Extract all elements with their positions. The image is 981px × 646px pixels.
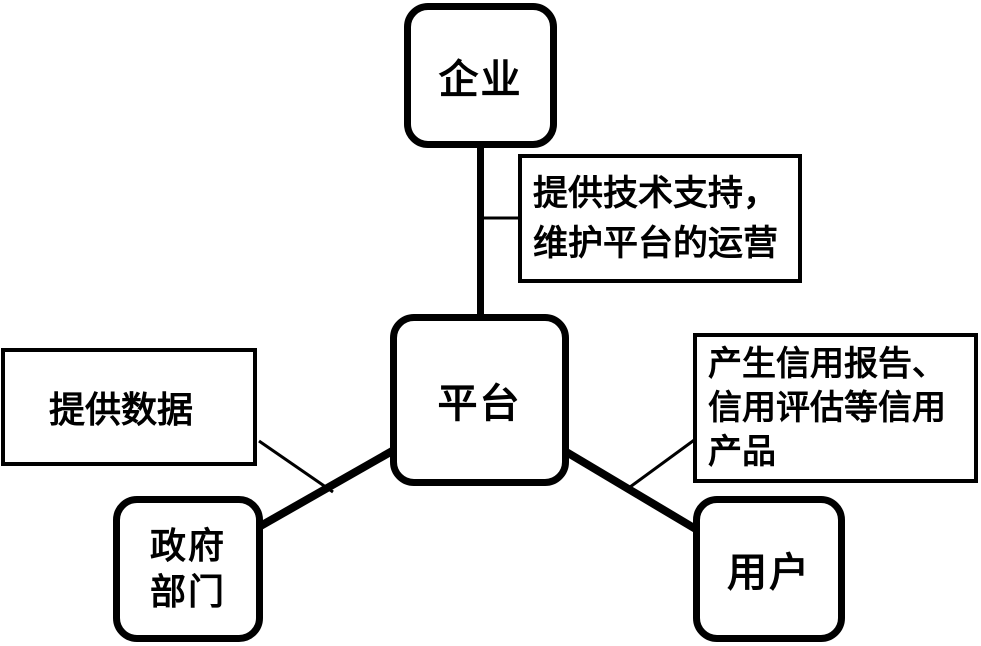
annotation-tech-support-line2: 维护平台的运营 [533, 223, 779, 263]
node-platform-label: 平台 [437, 382, 522, 426]
annotation-pointer-provide-data [258, 439, 334, 494]
annotation-credit-products-line1: 产生信用报告、 [708, 344, 946, 383]
connector-platform-user [560, 446, 702, 535]
connector-platform-government [255, 446, 396, 532]
node-user-label: 用户 [727, 551, 811, 595]
annotation-provide-data: 提供数据 [1, 348, 257, 466]
annotation-tech-support: 提供技术支持， 维护平台的运营 [518, 154, 802, 283]
annotation-tech-support-line1: 提供技术支持， [533, 173, 779, 213]
annotation-pointer-credit-products [629, 436, 698, 489]
node-enterprise: 企业 [404, 3, 557, 148]
node-enterprise-label: 企业 [438, 57, 523, 102]
node-platform: 平台 [390, 314, 569, 486]
annotation-credit-products-line2: 信用评估等信用 [708, 388, 946, 427]
node-government-label: 政府 部门 [149, 524, 226, 612]
annotation-credit-products: 产生信用报告、 信用评估等信用 产品 [693, 333, 978, 483]
annotation-provide-data-line1: 提供数据 [49, 389, 194, 430]
annotation-credit-products-line3: 产品 [708, 433, 776, 472]
node-government: 政府 部门 [113, 496, 263, 642]
node-user: 用户 [693, 496, 845, 642]
